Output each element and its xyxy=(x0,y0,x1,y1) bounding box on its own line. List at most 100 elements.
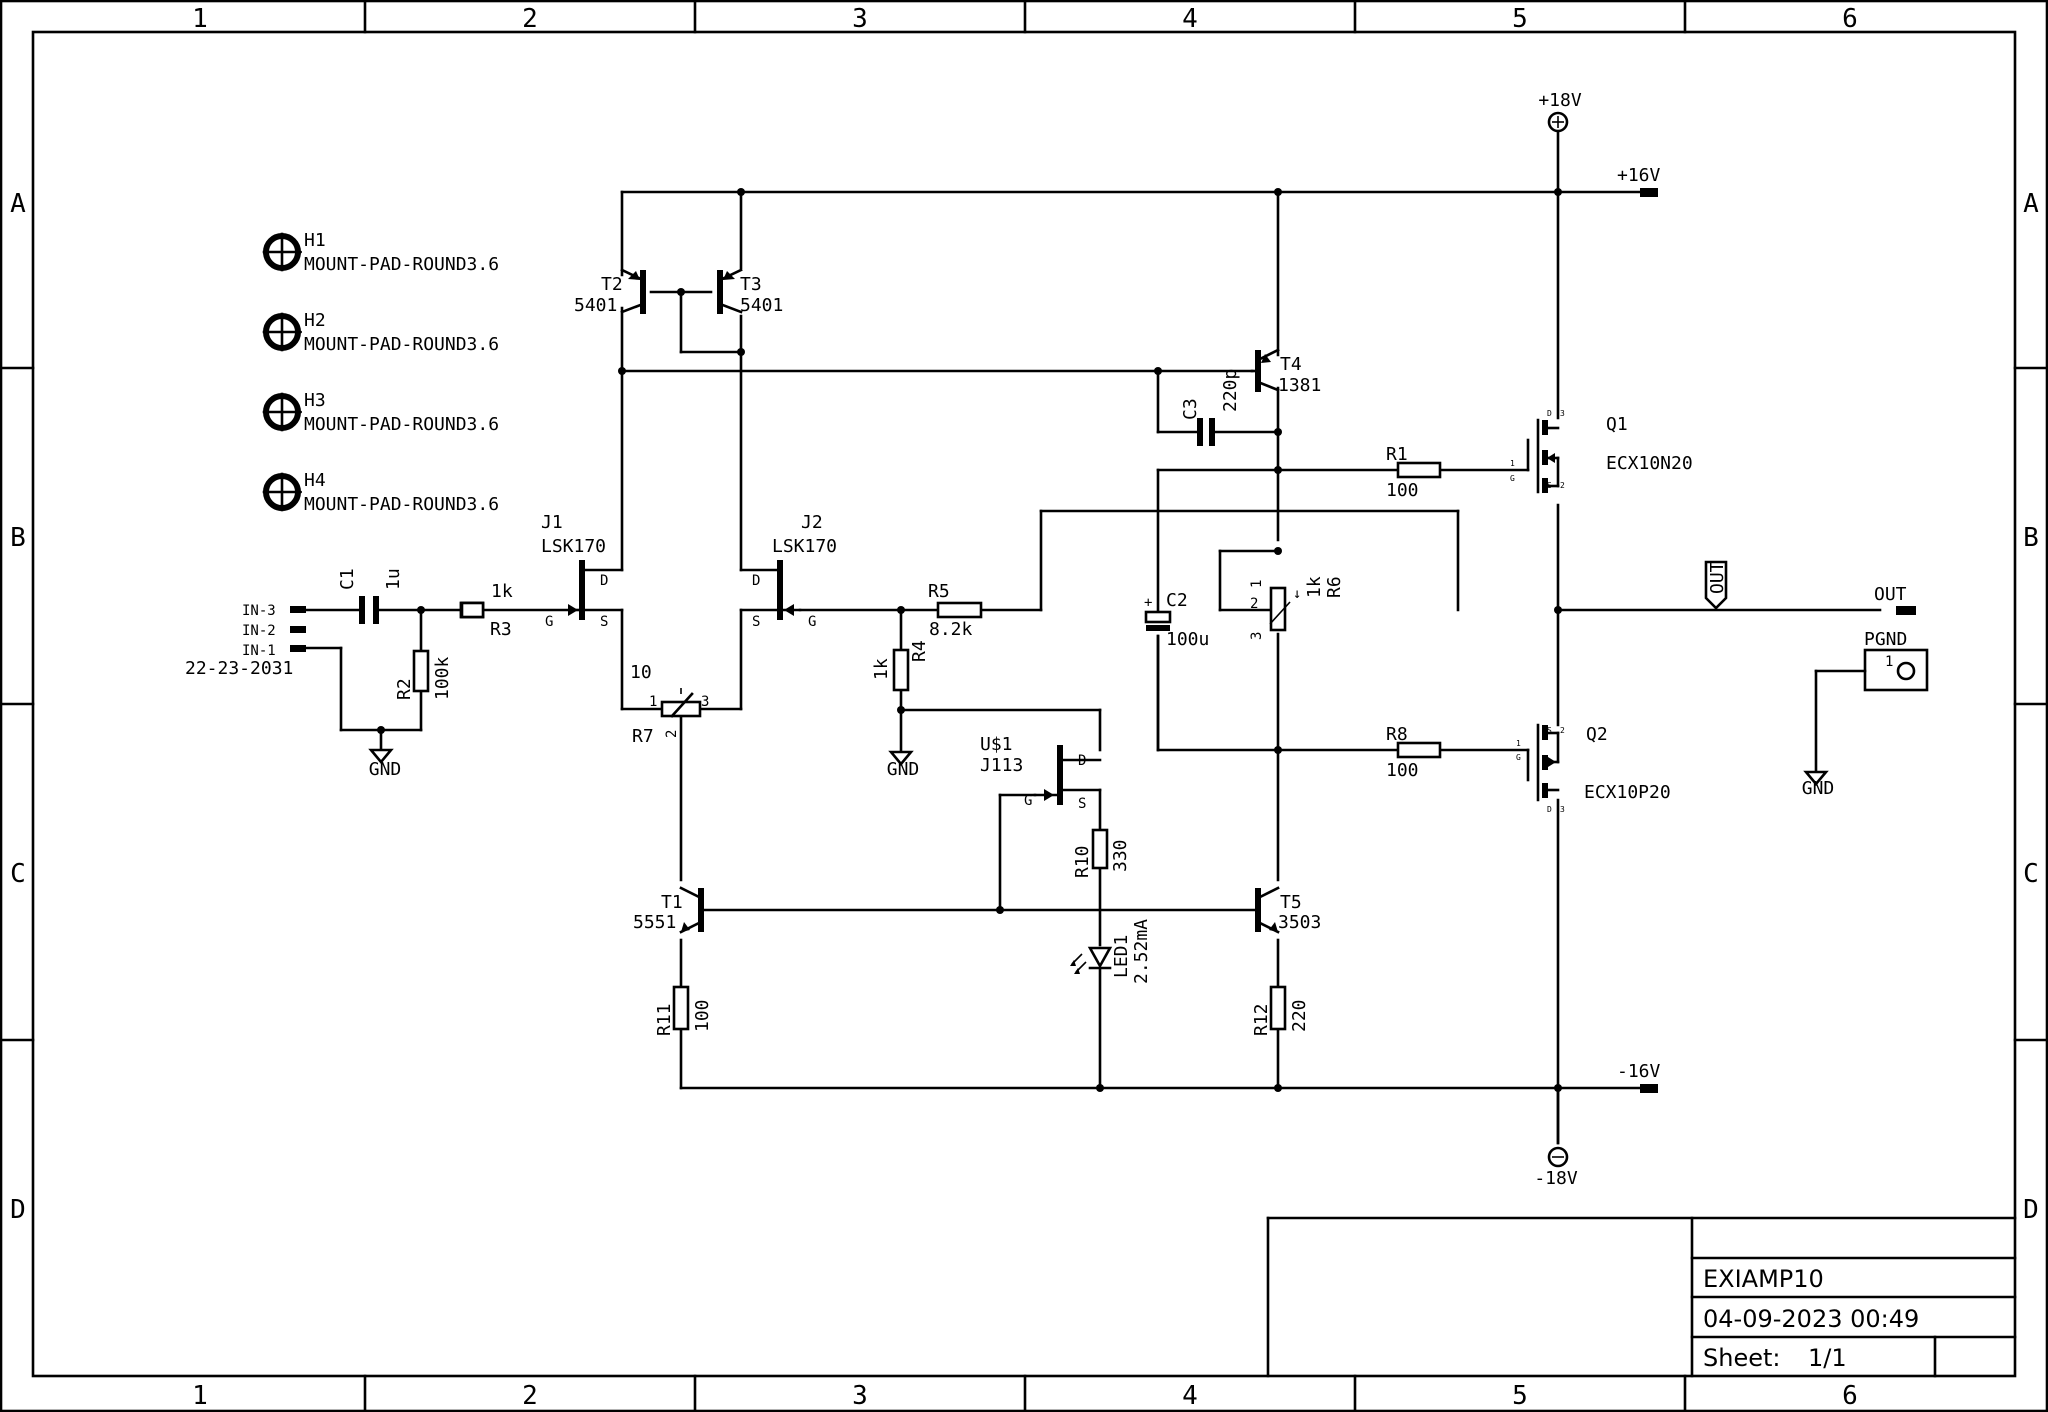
component-value: ECX10P20 xyxy=(1584,782,1671,803)
title-block: EXIAMP10 04-09-2023 00:49 Sheet: 1/1 xyxy=(1266,1216,2017,1378)
gnd-label: GND xyxy=(887,759,920,780)
pin-label: D xyxy=(1547,805,1552,814)
pin-number: 1 xyxy=(1516,739,1521,748)
component-ref: R12 xyxy=(1251,1003,1272,1036)
pin-number: 2 xyxy=(1560,481,1565,490)
resistor-r8: R8 100 xyxy=(1386,724,1442,781)
gnd-label: GND xyxy=(369,759,402,780)
component-value: 5401 xyxy=(740,295,783,316)
resistor-r4: 1k R4 xyxy=(871,640,930,692)
junctions xyxy=(377,188,1562,1092)
component-value: 10 xyxy=(630,662,652,683)
mount-hole-h3: H3 MOUNT-PAD-ROUND3.6 xyxy=(262,390,499,435)
resistor-r10: R10 330 xyxy=(1072,828,1131,878)
led-led1: LED1 2.52mA xyxy=(1070,919,1152,984)
col-label: 5 xyxy=(1512,4,1528,34)
connector-part: 22-23-2031 xyxy=(185,658,293,679)
component-ref: R10 xyxy=(1072,845,1093,878)
pin-label: D xyxy=(1547,409,1552,418)
row-label: A xyxy=(2023,189,2039,219)
hole-value: MOUNT-PAD-ROUND3.6 xyxy=(304,334,499,355)
supply-pos16-flag: +16V xyxy=(1617,165,1661,197)
pin-label: S xyxy=(1078,796,1086,812)
gnd-label: GND xyxy=(1802,778,1835,799)
component-value: 8.2k xyxy=(929,619,973,640)
row-label: C xyxy=(10,859,26,889)
wires xyxy=(293,128,1882,1145)
row-label: A xyxy=(10,189,26,219)
hole-ref: H4 xyxy=(304,470,326,491)
resistor-r1: R1 100 xyxy=(1386,444,1442,501)
mount-hole-h4: H4 MOUNT-PAD-ROUND3.6 xyxy=(262,470,499,515)
component-ref: R8 xyxy=(1386,724,1408,745)
ground-symbol-input: GND xyxy=(368,748,402,780)
col-label: 2 xyxy=(522,1381,538,1411)
connector-pin: IN-2 xyxy=(242,623,276,639)
resistor-r5: R5 8.2k xyxy=(928,581,983,640)
component-ref: R5 xyxy=(928,581,950,602)
component-value: 220p xyxy=(1220,369,1241,412)
supply-label: -16V xyxy=(1617,1061,1661,1082)
pin-label: G xyxy=(1516,753,1521,762)
pin-number: 2 xyxy=(664,730,680,738)
pin-label: G xyxy=(1024,793,1032,809)
supply-pos18: +18V xyxy=(1538,90,1582,133)
capacitor-c3: C3 220p xyxy=(1180,369,1241,446)
frame-row-labels-left: A B C D xyxy=(10,189,26,1225)
frame-column-labels-top: 1 2 3 4 5 6 xyxy=(192,4,1858,34)
transistor-t4: T4 1381 xyxy=(1250,348,1321,396)
component-ref: C2 xyxy=(1166,590,1188,611)
resistor-r12: R12 220 xyxy=(1251,985,1310,1036)
mount-hole-h1: H1 MOUNT-PAD-ROUND3.6 xyxy=(262,230,499,275)
pin-number: 2 xyxy=(1250,596,1258,612)
col-label: 6 xyxy=(1842,1381,1858,1411)
component-value: 220 xyxy=(1289,999,1310,1032)
drawing-title: EXIAMP10 xyxy=(1703,1265,1824,1293)
pin-number: 3 xyxy=(1560,409,1565,418)
col-label: 3 xyxy=(852,1381,868,1411)
component-value: 330 xyxy=(1110,839,1131,872)
component-value: 100 xyxy=(692,999,713,1032)
wiper-arrow: ↓ xyxy=(1293,586,1301,602)
resistor-r3-body xyxy=(460,601,485,619)
supply-label: -18V xyxy=(1534,1168,1578,1189)
pin-label: S xyxy=(752,614,760,630)
hole-value: MOUNT-PAD-ROUND3.6 xyxy=(304,494,499,515)
transistor-t1: T1 5551 xyxy=(633,886,704,934)
mosfet-q2: Q2 ECX10P20 S 2 1 G D 3 xyxy=(1516,723,1671,814)
component-value: 1381 xyxy=(1278,375,1321,396)
drawing-date: 04-09-2023 00:49 xyxy=(1703,1305,1919,1333)
component-ref: LED1 xyxy=(1111,935,1132,978)
sheet-number: 1/1 xyxy=(1808,1344,1847,1372)
col-label: 5 xyxy=(1512,1381,1528,1411)
component-ref: J2 xyxy=(801,512,823,533)
component-value: J113 xyxy=(980,755,1023,776)
frame-row-labels-right: A B C D xyxy=(2023,189,2039,1225)
component-ref: R4 xyxy=(909,640,930,662)
component-value: 1k xyxy=(871,658,892,680)
transistor-t2: T2 5401 xyxy=(574,268,646,316)
pin-label: G xyxy=(808,614,816,630)
jfet-j2: J2 LSK170 D S G xyxy=(752,512,837,630)
pin-label: D xyxy=(752,573,760,589)
sheet-label: Sheet: xyxy=(1703,1344,1780,1372)
component-value: 1k xyxy=(1304,576,1325,598)
component-ref: R3 xyxy=(490,619,512,640)
pin-label: S xyxy=(1547,481,1552,490)
pin-label: S xyxy=(600,614,608,630)
component-ref: R6 xyxy=(1324,576,1345,598)
component-value: ECX10N20 xyxy=(1606,453,1693,474)
hole-ref: H1 xyxy=(304,230,326,251)
frame-column-labels-bottom: 1 2 3 4 5 6 xyxy=(192,1381,1858,1411)
col-label: 3 xyxy=(852,4,868,34)
hole-ref: H3 xyxy=(304,390,326,411)
row-label: B xyxy=(2023,523,2039,553)
pin-label: S xyxy=(1547,726,1552,735)
transistor-t5: T5 3503 xyxy=(1255,886,1321,934)
component-ref: T1 xyxy=(661,892,683,913)
component-ref: R1 xyxy=(1386,444,1408,465)
pin-label: D xyxy=(1078,753,1086,769)
transistor-t3: T3 5401 xyxy=(717,268,783,316)
